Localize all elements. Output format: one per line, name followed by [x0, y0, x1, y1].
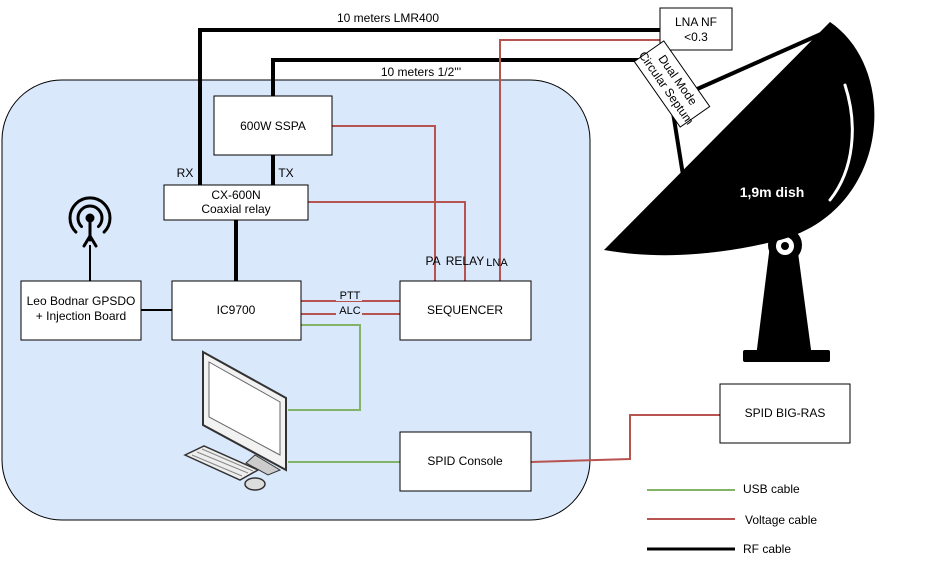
computer-icon[interactable] [183, 350, 287, 491]
rx-cable-label: 10 meters LMR400 [337, 11, 439, 25]
legend-usb-label: USB cable [743, 482, 800, 496]
voltage-cables [301, 39, 720, 463]
dish-label: 1,9m dish [740, 184, 805, 200]
legend-voltage-label: Voltage cable [745, 513, 817, 527]
pa-voltage-cable [332, 125, 436, 281]
relay-type-label: Coaxial relay [201, 202, 270, 216]
spid-console-label: SPID Console [427, 454, 503, 468]
tx-port-label: TX [278, 166, 293, 180]
keyboard-icon [183, 445, 260, 481]
tx-cable [271, 58, 645, 96]
relay-port-label: RELAY [446, 254, 484, 268]
pa-port-label: PA [425, 254, 440, 268]
ptt-label: PTT [340, 290, 361, 302]
dish-reflector [604, 22, 875, 256]
spid-rotator-box[interactable] [719, 383, 851, 444]
dish-mount [743, 228, 830, 362]
lna-label: LNA NF [675, 15, 717, 29]
rf-cables [198, 28, 660, 281]
dish-highlight [828, 83, 854, 202]
sspa-box[interactable] [213, 95, 333, 156]
tx-cable-label: 10 meters 1/2''' [381, 65, 461, 79]
gps-antenna-icon [68, 196, 112, 248]
ptt-label-bg [336, 289, 362, 301]
radio-label: IC9700 [217, 303, 256, 317]
legend-rf-label: RF cable [743, 542, 791, 556]
lna-port-label: LNA [486, 257, 508, 269]
gpsdo-box[interactable] [20, 280, 142, 341]
alc-label-bg [336, 304, 362, 316]
dish-icon: 1,9m dish [604, 22, 875, 362]
relay-voltage-cable [308, 201, 466, 281]
rotator-cable [530, 414, 720, 463]
gpsdo-label-line1: Leo Bodnar GPSDO [27, 294, 136, 308]
relay-model-label: CX-600N [211, 188, 260, 202]
radio-usb-cable [288, 324, 361, 411]
alc-label: ALC [339, 305, 360, 317]
spid-rotator-label: SPID BIG-RAS [745, 406, 826, 420]
lna-spec: <0.3 [684, 30, 708, 44]
legend: USB cable Voltage cable RF cable [647, 482, 817, 556]
lna-box[interactable] [659, 7, 733, 51]
rx-cable [198, 28, 660, 185]
radio-box[interactable] [171, 280, 302, 341]
sequencer-label: SEQUENCER [427, 303, 503, 317]
usb-cables [288, 324, 400, 463]
lna-voltage-cable [499, 39, 692, 281]
septum-feed[interactable]: Dual Mode Circular Septum [633, 38, 712, 129]
coaxial-relay-box[interactable] [163, 184, 309, 221]
monitor-icon [202, 350, 287, 476]
rx-port-label: RX [177, 166, 194, 180]
sspa-label: 600W SSPA [240, 119, 306, 133]
mouse-icon [244, 477, 266, 491]
gpsdo-label-line2: + Injection Board [36, 309, 126, 323]
spid-console-box[interactable] [399, 431, 532, 492]
sequencer-box[interactable] [399, 280, 532, 341]
